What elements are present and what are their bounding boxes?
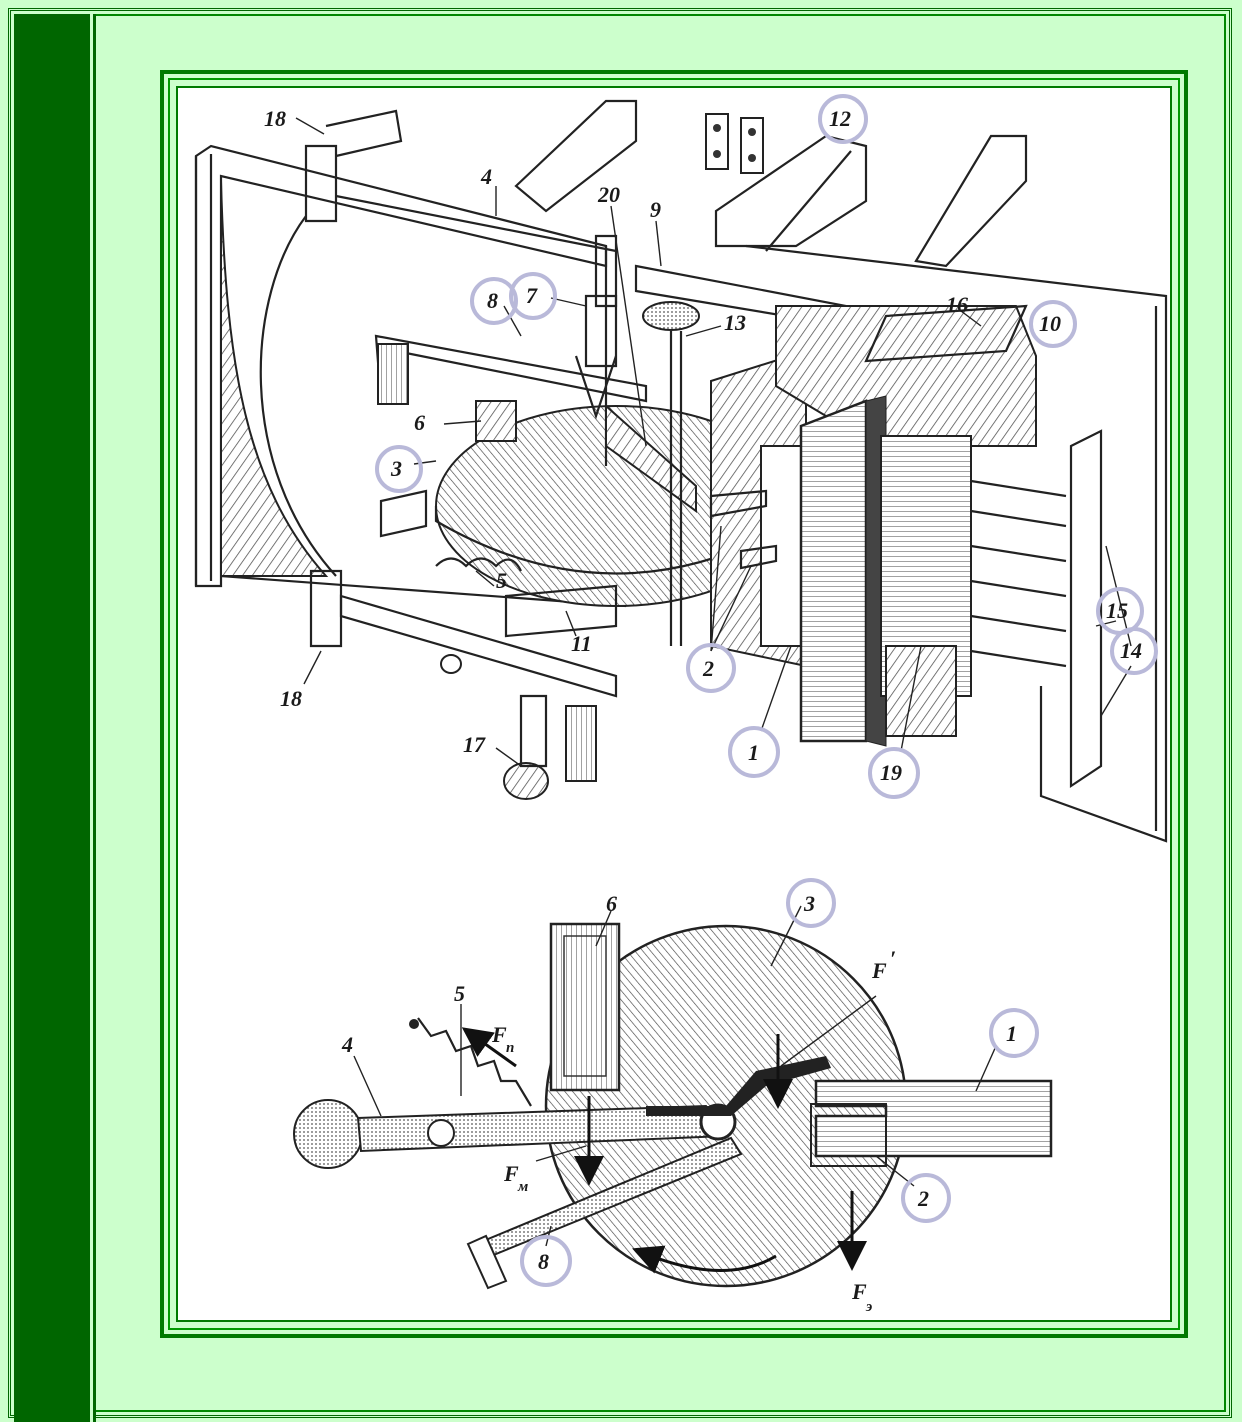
label-17: 17 — [463, 732, 486, 757]
counterweight — [293, 1099, 363, 1169]
figure-panel: 18 4 20 9 12 8 7 13 16 10 6 3 5 11 15 14… — [176, 86, 1172, 1322]
svg-text:F: F — [491, 1022, 507, 1047]
label-rings-top — [375, 94, 1158, 799]
label-1: 1 — [748, 740, 759, 765]
svg-text:э: э — [865, 1299, 872, 1315]
label-18-top: 18 — [264, 106, 286, 131]
label-19: 19 — [880, 760, 902, 785]
label-rings-bottom — [520, 878, 1039, 1287]
svg-text:п: п — [506, 1040, 514, 1056]
label-8: 8 — [487, 288, 498, 313]
force-label-fm: F м — [503, 1161, 528, 1195]
bracket-18-bottom — [309, 569, 343, 648]
lower-arm — [339, 594, 618, 698]
knob-17 — [503, 762, 549, 800]
shading-ring-2 — [810, 1103, 887, 1167]
winding-19 — [880, 435, 972, 737]
label-15: 15 — [1106, 598, 1128, 623]
induction-relay-figure: 18 4 20 9 12 8 7 13 16 10 6 3 5 11 15 14… — [194, 94, 1168, 1315]
force-label-fe: F э — [851, 1279, 872, 1315]
force-arrows — [461, 1027, 867, 1274]
label-14: 14 — [1120, 638, 1142, 663]
label-6: 6 — [414, 410, 425, 435]
top-diagram: 18 4 20 9 12 8 7 13 16 10 6 3 5 11 15 14… — [194, 94, 1168, 843]
tap-plugs — [970, 429, 1103, 789]
label-4-bottom: 4 — [341, 1032, 353, 1057]
permanent-magnet-6 — [549, 922, 621, 1092]
svg-text:м: м — [517, 1179, 528, 1195]
back-plate — [745, 244, 1168, 843]
bottom-diagram: 6 3 1 5 4 2 8 F ′ F п F м — [293, 878, 1053, 1315]
electromagnet-1-schematic — [814, 1079, 1053, 1158]
label-16: 16 — [946, 292, 968, 317]
label-1-bottom: 1 — [1006, 1021, 1017, 1046]
label-7: 7 — [526, 283, 538, 308]
svg-text:F: F — [503, 1161, 519, 1186]
label-20: 20 — [597, 182, 620, 207]
laminated-core — [799, 399, 868, 743]
label-5-bottom: 5 — [454, 981, 465, 1006]
svg-text:′: ′ — [890, 946, 896, 971]
label-8-bottom: 8 — [538, 1249, 549, 1274]
figure-frame: 18 4 20 9 12 8 7 13 16 10 6 3 5 11 15 14… — [160, 70, 1188, 1338]
label-2: 2 — [702, 656, 714, 681]
label-3-bottom: 3 — [803, 891, 815, 916]
label-2-bottom: 2 — [917, 1186, 929, 1211]
label-13: 13 — [724, 310, 746, 335]
terminals-12 — [705, 113, 868, 252]
handle-right — [914, 134, 1028, 268]
label-5: 5 — [496, 568, 507, 593]
handle-left — [514, 99, 638, 213]
svg-text:F: F — [851, 1279, 867, 1304]
label-9: 9 — [650, 197, 661, 222]
side-bar — [14, 14, 93, 1422]
label-18-bottom: 18 — [280, 686, 302, 711]
label-4: 4 — [480, 164, 492, 189]
label-10: 10 — [1039, 311, 1061, 336]
label-6-bottom: 6 — [606, 891, 617, 916]
label-11: 11 — [571, 631, 592, 656]
label-3: 3 — [390, 456, 402, 481]
spring-anchor — [409, 1019, 419, 1029]
force-label-fprime: F ′ — [871, 946, 896, 983]
label-12: 12 — [829, 106, 851, 131]
bracket-18-top — [304, 144, 338, 223]
force-label-fn: F п — [491, 1022, 514, 1056]
svg-text:F: F — [871, 958, 887, 983]
